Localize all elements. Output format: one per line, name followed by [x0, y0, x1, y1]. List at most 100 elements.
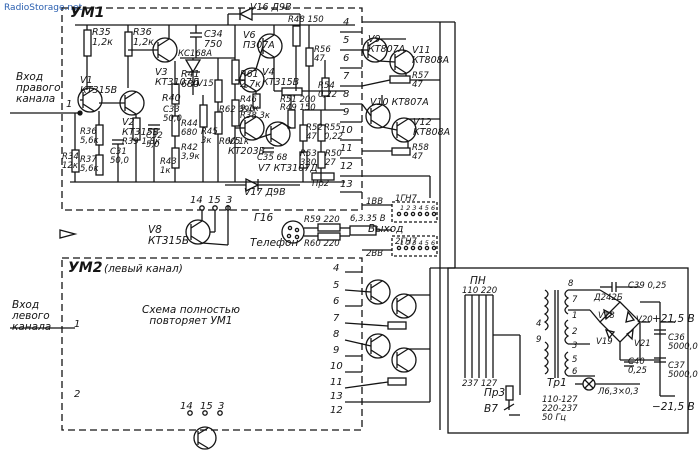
um2-note-line-2: повторяет УМ1	[149, 315, 233, 328]
winding-4: 4	[536, 319, 542, 329]
lamp-label: Л6,3×0,3	[598, 387, 639, 397]
b7-label: В7	[484, 403, 498, 415]
um1-pin-14: 14	[190, 195, 203, 206]
um2-note: Схема полностью повторяет УМ1	[142, 304, 240, 328]
minus-rail-label: −21,5 В	[652, 401, 695, 413]
um2-pin-12: 12	[330, 405, 343, 416]
um2-pin-8: 8	[333, 329, 340, 340]
fuse-label: 6,3.35 В	[350, 214, 386, 224]
watermark-text: RadioStorage.net	[4, 3, 83, 13]
pr3-label: Пр3	[484, 387, 506, 399]
um1-title: УМ1	[70, 5, 105, 21]
um1-input-line-3: канала	[16, 93, 56, 106]
r60-label: R60 220	[304, 239, 340, 249]
tr1-spec: 110-127 220-237 50 Гц	[542, 396, 578, 423]
r39-label: R39 1,8к	[122, 137, 161, 147]
v18-label: V18	[598, 311, 615, 321]
um1-pin-7: 7	[343, 71, 350, 82]
r49-label: R49 150	[280, 103, 316, 113]
winding-3: 3	[572, 341, 578, 351]
winding-1: 1	[572, 311, 578, 321]
um1-input-line-1: Вход	[16, 71, 44, 83]
r51-label: R51 200	[280, 95, 316, 105]
v19-label: V19	[596, 337, 613, 347]
r59-label: R59 220	[304, 215, 340, 225]
um2-pin-7: 7	[333, 313, 340, 324]
um1-pin-3: 3	[226, 195, 233, 206]
um1-pin-15: 15	[208, 195, 221, 206]
socket1-pins: 1 2 3 4 5 6	[400, 204, 436, 212]
r60a-label: R60 1к	[219, 137, 249, 147]
um2-note-line-1: Схема полностью	[142, 304, 240, 316]
r38-label: R38 3к	[240, 111, 270, 121]
um2-input-label: Вход левого канала	[12, 299, 52, 334]
um1-input-line-2: правого	[16, 82, 61, 95]
tr1-spec-1: 110-127	[542, 395, 578, 405]
um1-pin-12: 12	[340, 161, 353, 172]
v16-label: V16 Д9В	[250, 2, 292, 13]
um2-pin-1: 1	[74, 319, 81, 330]
um1-pin-8: 8	[343, 89, 350, 100]
um2-pin-11: 11	[330, 377, 343, 388]
um1-input-label: Вход правого канала	[16, 71, 61, 106]
um1-frame	[61, 7, 363, 211]
um1-pin-11: 11	[340, 143, 353, 154]
um2-title: УМ2	[68, 260, 103, 276]
v15-label: КС168А	[178, 49, 213, 59]
phone-label: Телефон	[250, 237, 299, 249]
taps-bot-label: 237 127	[462, 379, 498, 389]
v15-designator: V15	[197, 79, 214, 89]
winding-6: 6	[572, 367, 578, 377]
um1-pin-5: 5	[343, 35, 350, 46]
v10-label: V10 КТ807А	[370, 97, 429, 108]
um2-pin-5: 5	[333, 280, 340, 291]
r48-label: R48 150	[288, 15, 324, 25]
um1-pin-1: 1	[66, 99, 73, 110]
plus-rail-label: +21,5 В	[652, 313, 695, 325]
x2h-label: 2ГН7	[395, 237, 417, 247]
c39-label: C39 0,25	[628, 281, 667, 291]
r62-label: R62 390	[219, 105, 255, 115]
bridge-diode-label: Д242Б	[594, 293, 623, 303]
um2-pin-14: 14	[180, 401, 193, 412]
pr2-label: Пр2	[312, 179, 330, 189]
output-label: Выход	[368, 223, 404, 235]
v20-label: V20	[636, 315, 653, 325]
x1h-label: 1ГН7	[395, 194, 417, 204]
site-watermark: RadioStorage.net	[4, 3, 82, 13]
um2-pin-4: 4	[333, 263, 340, 274]
um2-pin-10: 10	[330, 361, 343, 372]
tr1-label: Тр1	[547, 377, 567, 389]
um2-pin-15: 15	[200, 401, 213, 412]
socket2-pins: 1 2 3 4 5 6	[400, 239, 436, 247]
um1-pin-9: 9	[343, 107, 350, 118]
um1-pin-4: 4	[343, 17, 350, 28]
um2-input-line-3: канала	[12, 321, 52, 334]
winding-5: 5	[572, 355, 578, 365]
